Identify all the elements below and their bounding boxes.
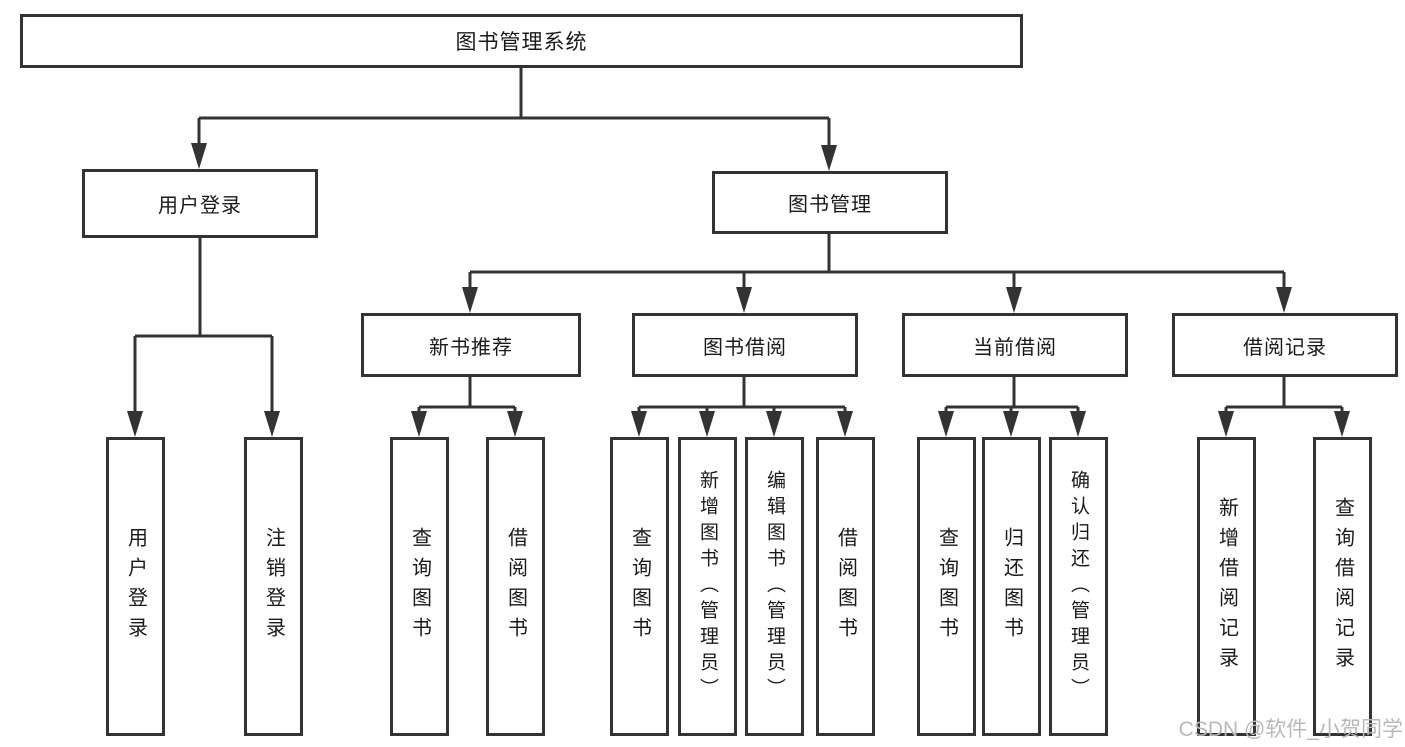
node-label: 查询图书 <box>935 526 958 647</box>
node-label: 新增借阅记录 <box>1215 496 1238 677</box>
node-label: 新增图书（管理员） <box>697 469 718 704</box>
node-label: 图书借阅 <box>703 336 787 359</box>
node-label: 借阅图书 <box>834 526 857 647</box>
node-label: 图书管理系统 <box>455 31 588 54</box>
leaf-edit-books-admin: 编辑图书（管理员） <box>745 437 804 736</box>
node-label: 图书管理 <box>788 194 872 216</box>
node-label: 当前借阅 <box>973 336 1057 359</box>
node-label: 注销登录 <box>262 526 285 647</box>
node-new-book-recommend: 新书推荐 <box>361 313 581 377</box>
node-label: 编辑图书（管理员） <box>764 469 785 704</box>
leaf-return-books: 归还图书 <box>982 437 1041 736</box>
node-label: 查询借阅记录 <box>1331 496 1354 677</box>
csdn-watermark: CSDN @软件_小贺同学 <box>1178 718 1403 741</box>
node-label: 用户登录 <box>158 195 242 217</box>
leaf-query-books-current: 查询图书 <box>917 437 976 736</box>
node-label: 新书推荐 <box>429 336 513 359</box>
leaf-query-borrow-record: 查询借阅记录 <box>1313 437 1372 736</box>
leaf-add-books-admin: 新增图书（管理员） <box>678 437 737 736</box>
leaf-confirm-return-admin: 确认归还（管理员） <box>1049 437 1108 736</box>
leaf-borrow-books-recommend: 借阅图书 <box>486 437 545 736</box>
node-label: 查询图书 <box>628 526 651 647</box>
node-current-borrowing: 当前借阅 <box>902 313 1128 377</box>
node-label: 借阅记录 <box>1243 336 1327 359</box>
leaf-query-books-borrowing: 查询图书 <box>610 437 669 736</box>
node-user-login-branch: 用户登录 <box>82 169 318 238</box>
node-label: 查询图书 <box>408 526 431 647</box>
node-label: 借阅图书 <box>504 526 527 647</box>
node-label: 确认归还（管理员） <box>1068 469 1089 704</box>
leaf-user-login: 用户登录 <box>106 437 165 736</box>
leaf-logout: 注销登录 <box>244 437 303 736</box>
leaf-borrow-books-borrowing: 借阅图书 <box>816 437 875 736</box>
node-label: 归还图书 <box>1000 526 1023 647</box>
arrowheads <box>127 143 1350 437</box>
node-book-borrowing: 图书借阅 <box>632 313 858 377</box>
leaf-add-borrow-record: 新增借阅记录 <box>1197 437 1256 736</box>
node-library-management-system: 图书管理系统 <box>20 14 1023 68</box>
node-label: 用户登录 <box>124 526 147 647</box>
node-borrowing-records: 借阅记录 <box>1172 313 1398 377</box>
leaf-query-books-recommend: 查询图书 <box>390 437 449 736</box>
node-book-management-branch: 图书管理 <box>712 171 948 234</box>
